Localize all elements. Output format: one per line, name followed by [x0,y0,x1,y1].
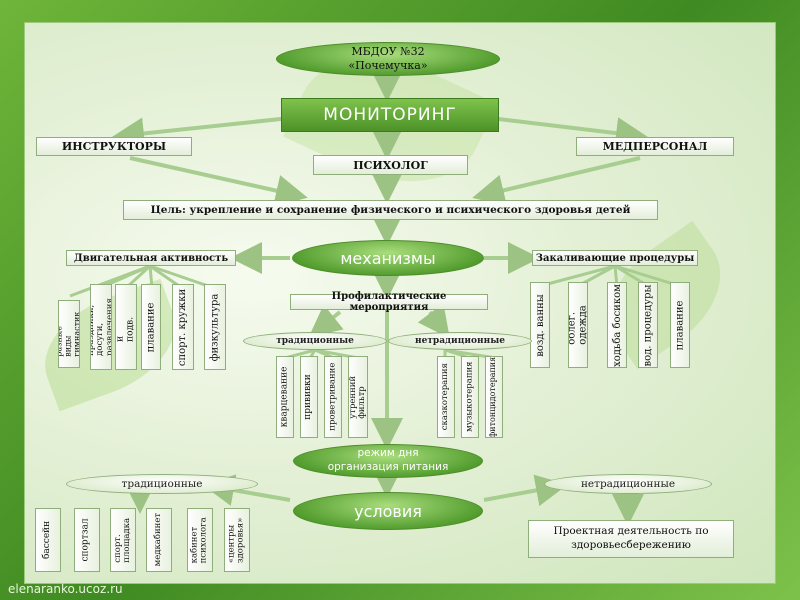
psychologist-label: ПСИХОЛОГ [353,159,428,172]
source-watermark: elenaranko.ucoz.ru [8,582,123,596]
conditions-item: «центры здоровья» [224,508,250,572]
conditions-traditional-oval: традиционные [66,474,258,494]
motor-item: плавание [141,284,161,370]
conditions-label: условия [354,502,422,521]
conditions-nontraditional-label: нетрадиционные [581,478,675,490]
conditions-item: медкабинет [146,508,172,572]
instructors-box: ИНСТРУКТОРЫ [36,137,192,156]
prevention-nontraditional-item: музыкотерапия [461,356,479,438]
hardening-item: облег. одежда [568,282,588,368]
prevention-label: Профилактические мероприятия [291,291,487,313]
prevention-nontraditional-item: сказкотерапия [437,356,455,438]
motor-activity-label: Двигательная активность [74,253,228,264]
kindergarten-number: МБДОУ №32 [351,45,424,59]
conditions-item: кабинет психолога [187,508,213,572]
project-activity-label: Проектная деятельность по здоровьесбереж… [537,525,725,552]
goal-box: Цель: укрепление и сохранение физическог… [123,200,658,220]
goal-label: Цель: укрепление и сохранение физическог… [151,204,631,216]
hardening-item: вод. процедуры [638,282,658,368]
monitoring-banner: МОНИТОРИНГ [281,98,499,132]
hardening-item: ходьба босиком [607,282,627,368]
prevention-nontraditional-oval: нетрадиционные [388,332,532,350]
conditions-item: спорт. площадка [110,508,136,572]
hardening-label: Закаливающие процедуры [536,253,694,264]
prevention-traditional-item: проветривание [324,356,342,438]
prevention-traditional-label: традиционные [276,336,354,346]
kindergarten-title: «Почемучка» [348,59,427,73]
mechanisms-label: механизмы [340,249,435,268]
conditions-oval: условия [293,492,483,530]
monitoring-label: МОНИТОРИНГ [323,105,456,125]
instructors-label: ИНСТРУКТОРЫ [62,140,166,153]
regime-label: режим дня [357,447,418,461]
medstaff-label: МЕДПЕРСОНАЛ [603,140,708,153]
prevention-nontraditional-item: фитонцидотерапия [485,356,503,438]
conditions-nontraditional-oval: нетрадиционные [544,474,712,494]
motor-activity-box: Двигательная активность [66,250,236,266]
motor-item: разные виды гимнастик [58,300,80,368]
motor-item: праздники, досуги, развлечения [90,284,112,370]
project-activity-box: Проектная деятельность по здоровьесбереж… [528,520,734,558]
kindergarten-name-oval: МБДОУ №32 «Почемучка» [276,42,500,76]
prevention-traditional-item: прививки [300,356,318,438]
prevention-box: Профилактические мероприятия [290,294,488,310]
conditions-item: спортзал [74,508,100,572]
nutrition-label: организация питания [328,461,449,475]
regime-oval: режим дня организация питания [293,444,483,478]
mechanisms-oval: механизмы [292,240,484,276]
prevention-traditional-item: утренний фильтр [348,356,368,438]
motor-item: спорт. и подв. игры [115,284,137,370]
prevention-nontraditional-label: нетрадиционные [415,336,505,346]
motor-item: спорт. кружки [172,284,194,370]
conditions-traditional-label: традиционные [122,478,203,490]
prevention-traditional-oval: традиционные [243,332,387,350]
conditions-item: бассейн [35,508,61,572]
hardening-item: плавание [670,282,690,368]
medstaff-box: МЕДПЕРСОНАЛ [576,137,734,156]
hardening-item: возд. ванны [530,282,550,368]
motor-item: физкультура [204,284,226,370]
psychologist-box: ПСИХОЛОГ [313,155,468,175]
prevention-traditional-item: кварцевание [276,356,294,438]
hardening-box: Закаливающие процедуры [532,250,698,266]
